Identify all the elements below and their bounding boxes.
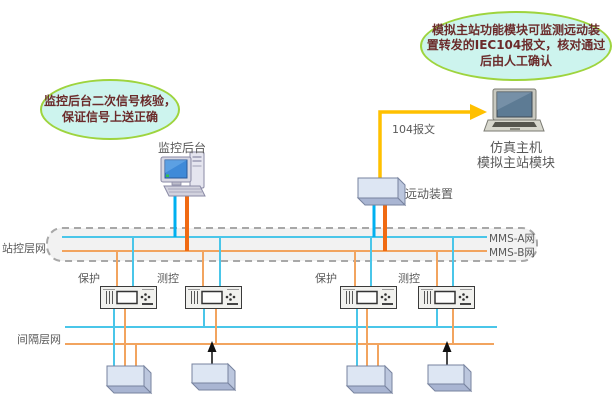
bay-layer-label: 间隔层网: [17, 333, 61, 346]
arrow-104-message: [378, 104, 487, 178]
rack-measure-right: [418, 286, 475, 309]
monitor-backend-links: [173, 196, 189, 251]
bay-up-arrow-right: [442, 341, 452, 365]
rack-protection-left: [100, 286, 157, 309]
callout-right-line2: 置转发的IEC104报文，核对通过: [426, 38, 606, 53]
bay-process-boxes: [105, 362, 473, 395]
rack-protection-right: [340, 286, 397, 309]
sim-module-label: 模拟主站模块: [476, 156, 555, 171]
msg-104-label: 104报文: [392, 123, 435, 136]
rack-device-icons: [100, 286, 475, 309]
callout-right-line3: 后由人工确认: [479, 53, 552, 68]
laptop-icon: [483, 88, 545, 132]
protection-right-label: 保护: [315, 272, 337, 285]
rack-measure-left: [185, 286, 242, 309]
process-box-3: [345, 364, 394, 395]
callout-left-line1: 监控后台二次信号核验，: [43, 93, 176, 108]
desktop-computer-icon: [160, 151, 206, 197]
protection-left-links: [113, 237, 137, 367]
callout-left-line2: 保证信号上送正确: [61, 109, 158, 124]
process-box-1: [105, 364, 153, 395]
mms-b-label: MMS-B网: [489, 247, 535, 259]
sim-host-label: 仿真主机: [489, 141, 542, 156]
station-layer-label: 站控层网: [2, 242, 46, 255]
remote-device-links: [372, 202, 387, 251]
remote-device-label: 远动装置: [405, 187, 454, 201]
measure-right-links: [436, 237, 454, 344]
callout-sim-master-monitoring: 模拟主站功能模块可监测远动装 置转发的IEC104报文，核对通过 后由人工确认: [420, 11, 612, 81]
callout-right-line1: 模拟主站功能模块可监测远动装: [431, 22, 600, 37]
callout-monitor-verification: 监控后台二次信号核验， 保证信号上送正确: [40, 79, 180, 140]
measure-left-label: 测控: [157, 272, 179, 285]
bay-layer-lines: [65, 326, 497, 345]
bay-up-arrow-left: [207, 341, 217, 365]
station-layer-bus: [46, 227, 538, 262]
measure-right-label: 测控: [398, 272, 420, 285]
process-box-4: [426, 363, 473, 393]
process-box-2: [190, 362, 237, 392]
remote-device-box: [356, 176, 407, 207]
protection-right-links: [354, 237, 379, 367]
monitor-backend-label: 监控后台: [157, 141, 206, 155]
protection-left-label: 保护: [78, 272, 100, 285]
measure-left-links: [202, 237, 221, 344]
mms-a-label: MMS-A网: [489, 233, 536, 245]
